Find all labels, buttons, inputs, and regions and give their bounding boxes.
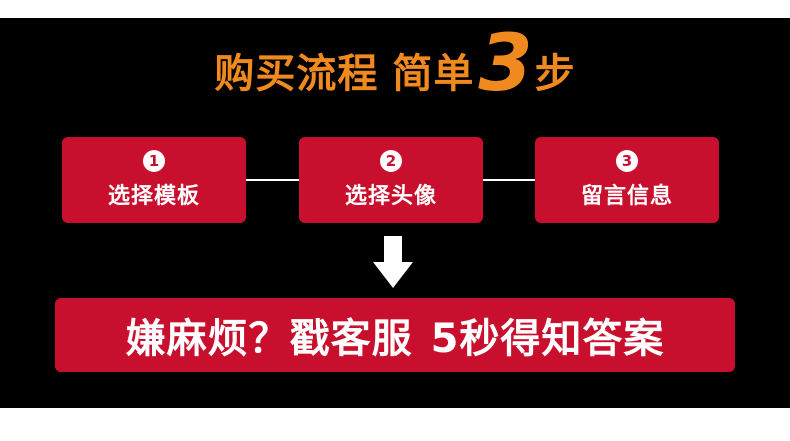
step-number-badge: 3 xyxy=(616,150,638,172)
step-connector xyxy=(246,179,299,181)
title-part-purchase-flow: 购买流程 xyxy=(214,51,379,97)
step-number-badge: 1 xyxy=(143,150,165,172)
step-label: 留言信息 xyxy=(580,184,673,209)
down-arrow-icon xyxy=(373,236,413,290)
title-step-count: 3 xyxy=(478,19,533,109)
step-connector xyxy=(483,179,535,181)
step-select-template: 1 选择模板 xyxy=(62,137,246,223)
step-number-badge: 2 xyxy=(380,150,402,172)
contact-service-banner[interactable]: 嫌麻烦？戳客服 5秒得知答案 xyxy=(55,298,735,372)
title-part-simple: 简单 xyxy=(392,51,475,97)
step-label: 选择头像 xyxy=(344,184,437,209)
cta-question: 嫌麻烦？戳客服 xyxy=(125,316,413,362)
steps-row: 1 选择模板 2 选择头像 3 留言信息 xyxy=(0,137,790,223)
step-select-avatar: 2 选择头像 xyxy=(299,137,483,223)
step-leave-message: 3 留言信息 xyxy=(535,137,719,223)
cta-answer: 5秒得知答案 xyxy=(430,316,665,362)
page-title: 购买流程 简单 3 步 xyxy=(0,25,790,110)
title-part-steps: 步 xyxy=(534,51,576,97)
step-label: 选择模板 xyxy=(107,184,200,209)
